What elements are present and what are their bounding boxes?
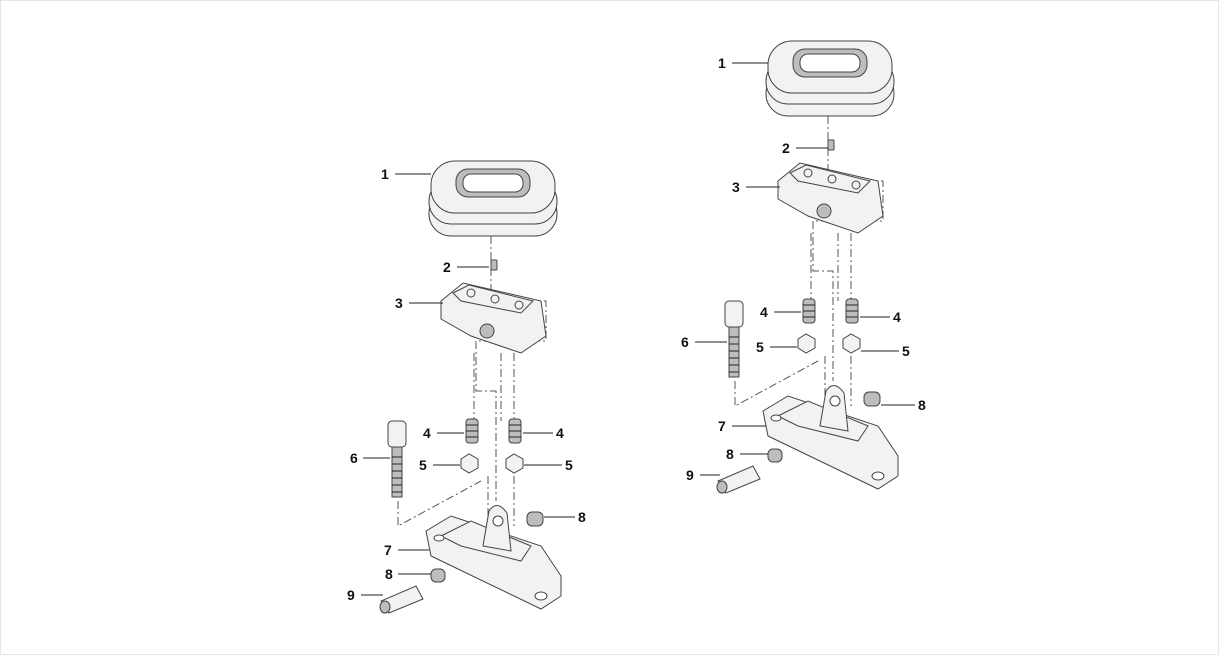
label-4: 4	[423, 425, 431, 441]
label-4: 4	[760, 304, 768, 320]
label-2: 2	[443, 259, 451, 275]
labels-left: 1 2 3 4 4 5 5 6 7 8 8 9	[347, 166, 586, 603]
label-8: 8	[918, 397, 926, 413]
label-8: 8	[726, 446, 734, 462]
label-1: 1	[718, 55, 726, 71]
label-1: 1	[381, 166, 389, 182]
label-3: 3	[732, 179, 740, 195]
label-6: 6	[681, 334, 689, 350]
label-9: 9	[347, 587, 355, 603]
assembly-right	[716, 40, 899, 494]
label-9: 9	[686, 467, 694, 483]
label-8: 8	[578, 509, 586, 525]
label-7: 7	[718, 418, 726, 434]
assembly-left	[379, 160, 562, 614]
label-3: 3	[395, 295, 403, 311]
label-8: 8	[385, 566, 393, 582]
label-2: 2	[782, 140, 790, 156]
label-5: 5	[419, 457, 427, 473]
label-4: 4	[893, 309, 901, 325]
label-5: 5	[902, 343, 910, 359]
label-6: 6	[350, 450, 358, 466]
label-5: 5	[756, 339, 764, 355]
labels-right: 1 2 3 4 4 5 5 6 7 8 8 9	[681, 55, 926, 483]
label-7: 7	[384, 542, 392, 558]
label-5: 5	[565, 457, 573, 473]
label-4: 4	[556, 425, 564, 441]
